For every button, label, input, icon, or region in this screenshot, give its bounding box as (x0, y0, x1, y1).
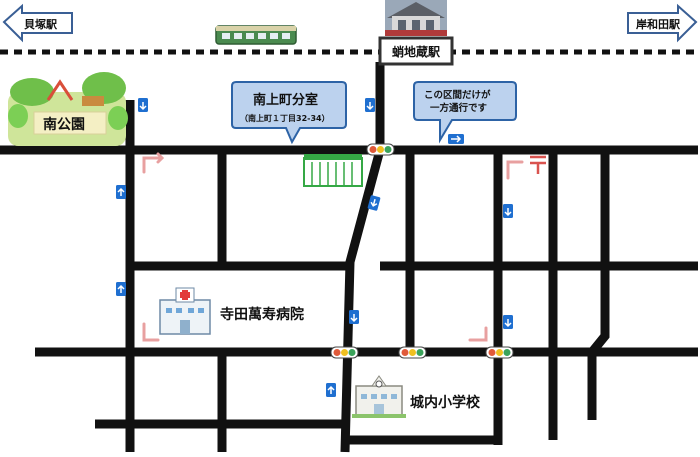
traffic-light-icon (366, 143, 395, 156)
branch-office-address: （南上町１丁目32-34） (240, 113, 330, 123)
branch-office-callout: 南上町分室 （南上町１丁目32-34） (231, 81, 347, 145)
one-way-arrow-icon (503, 315, 513, 329)
one-way-arrow-icon (365, 98, 375, 112)
post-office-icon (530, 155, 546, 174)
right-arrow-sign-icon (627, 3, 698, 43)
traffic-light-icon (398, 346, 427, 359)
no-turn-sign-icon (468, 326, 488, 342)
one-way-arrow-icon (138, 98, 148, 112)
hospital-label: 寺田萬寿病院 (220, 306, 304, 323)
one-way-arrow-icon (367, 195, 381, 211)
one-way-callout: この区間だけが 一方通行です (413, 81, 517, 144)
one-way-arrow-icon (503, 204, 513, 218)
one-way-line1: この区間だけが (424, 89, 491, 101)
no-turn-sign-icon (142, 152, 165, 174)
one-way-arrow-icon (116, 185, 126, 199)
branch-office-title: 南上町分室 (253, 92, 318, 108)
center-station-label: 蛸地蔵駅 (392, 44, 441, 59)
station-building-photo (385, 0, 447, 36)
center-station-box: 蛸地蔵駅 (378, 36, 454, 66)
school-label: 城内小学校 (410, 394, 481, 411)
no-turn-sign-icon (506, 160, 524, 180)
one-way-arrow-icon (326, 383, 336, 397)
road-network (0, 60, 698, 453)
no-turn-sign-icon (142, 322, 160, 342)
school-icon (352, 375, 406, 418)
left-station-label: 貝塚駅 (24, 17, 57, 31)
traffic-light-icon (330, 346, 359, 359)
hospital-icon (159, 287, 211, 335)
left-arrow-sign-icon (2, 3, 73, 43)
one-way-arrow-icon (448, 134, 464, 144)
right-station-label: 岸和田駅 (636, 17, 680, 31)
left-station-sign: 貝塚駅 (2, 3, 73, 43)
park-label: 南公園 (43, 116, 85, 133)
one-way-arrow-icon (349, 310, 359, 324)
one-way-arrow-icon (116, 282, 126, 296)
one-way-line2: 一方通行です (430, 102, 488, 114)
park-illustration: 南公園 (8, 72, 128, 146)
traffic-light-icon (485, 346, 514, 359)
office-building-icon (303, 154, 363, 187)
train-icon (215, 25, 297, 45)
right-station-sign: 岸和田駅 (627, 3, 698, 43)
